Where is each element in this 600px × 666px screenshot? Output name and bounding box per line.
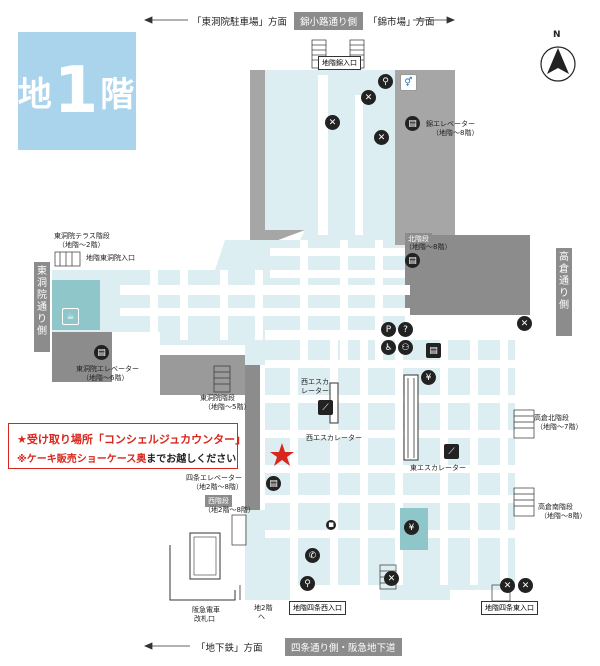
takakura-south-stairs-floors: （地階～8階） [540, 512, 587, 520]
compass [540, 46, 576, 82]
locker-icon: ▪ [326, 520, 336, 530]
takakura-north-stairs-floors: （地階～7階） [536, 423, 583, 431]
floor-badge: 地 1 階 [18, 32, 136, 150]
restaurant-icon: ✕ [518, 578, 533, 593]
cafe-icon: ☕ [62, 308, 79, 325]
shijo-elevator-floors: （地2階～8階） [192, 483, 243, 491]
elevator-icon: ▤ [426, 343, 441, 358]
escalator-icon: ⟋ [444, 444, 459, 459]
phone-icon: ✆ [305, 548, 320, 563]
pickup-notice: ★受け取り場所「コンシェルジュカウンター」 ※ケーキ販売ショーケース奥までお越し… [8, 423, 246, 469]
pickup-notice-detail: ※ケーキ販売ショーケース奥までお越しください [17, 450, 236, 465]
street-top: 錦小路通り側 [294, 12, 364, 30]
yen-icon: ¥ [421, 370, 436, 385]
toilet-icon: ⚥ [400, 74, 417, 91]
street-left: 東洞院通り側 [34, 262, 50, 352]
nishi-stairs-floors: （地2階～8階） [204, 506, 255, 514]
nishiki-elevator-label: 錦エレベーター [426, 120, 475, 128]
kita-stairs-floors: （地階～8階） [405, 243, 452, 251]
hankyu-ticket-label-2: 改札口 [194, 615, 215, 623]
takakura-south-stairs-label: 高倉南階段 [538, 503, 573, 511]
elevator-icon: ▤ [405, 253, 420, 268]
aisles [120, 75, 515, 585]
terrace-stairs-label: 東洞院テラス階段 [54, 232, 110, 240]
notice-rest: までお越しください [146, 454, 237, 465]
escalator-icon: ⟋ [318, 400, 333, 415]
southwest-block [160, 355, 245, 395]
floor-label-post: 階 [100, 74, 137, 115]
arrow-bottom-left [143, 642, 190, 650]
restaurant-icon: ✕ [384, 571, 399, 586]
west-strip [245, 365, 260, 515]
restaurant-icon: ✕ [374, 130, 389, 145]
notice-mark: ※ [17, 454, 27, 465]
stroller-icon: ⚇ [398, 340, 413, 355]
floor-label-num: 1 [53, 54, 101, 128]
direction-top-right: 「錦市場」方面 [368, 17, 435, 28]
b2-label-2: へ [258, 613, 265, 621]
elevator-icon: ▤ [405, 116, 420, 131]
higashinotoin-stairs-floors: （地階～5階） [204, 403, 251, 411]
higashinotoin-stairs-label: 東洞院階段 [200, 394, 235, 402]
info-icon: ? [398, 322, 413, 337]
arrow-top-right [413, 16, 456, 24]
pickup-notice-title: ★受け取り場所「コンシェルジュカウンター」 [17, 433, 247, 446]
atm-yen-icon: ¥ [404, 520, 419, 535]
restaurant-icon: ✕ [517, 316, 532, 331]
restaurant-icon: ✕ [325, 115, 340, 130]
east-escalator-label: 東エスカレーター [410, 464, 466, 472]
accessibility-icon: ♿ [381, 340, 396, 355]
elevator-icon: ▤ [94, 345, 109, 360]
direction-top-left: 「東洞院駐車場」方面 [192, 17, 288, 28]
higashinotoin-elevator-floors: （地階～6階） [82, 374, 129, 382]
notice-showcase: ケーキ販売ショーケース奥 [26, 454, 147, 465]
pickup-star [270, 443, 294, 466]
compass-north-label: N [553, 30, 561, 40]
terrace-stairs-floors: （地階～2階） [58, 241, 105, 249]
restroom-icon: ⚲ [378, 74, 393, 89]
restaurant-icon: ✕ [500, 578, 515, 593]
shijo-elevator-label: 四条エレベーター [186, 474, 242, 482]
floor-label-pre: 地 [17, 74, 54, 115]
underground-entrance-label: 地階錦入口 [318, 56, 361, 70]
west-escalator-vertical-label: 西エスカレーター [301, 378, 329, 395]
west-escalator-label: 西エスカレーター [306, 434, 362, 442]
restroom-icon: ⚲ [300, 576, 315, 591]
shijo-east-entrance-label: 地階四条東入口 [481, 601, 538, 615]
street-bottom: 四条通り側・阪急地下道 [285, 638, 402, 656]
elevator-icon: ▤ [266, 476, 281, 491]
restaurant-icon: ✕ [361, 90, 376, 105]
takakura-north-stairs-label: 高倉北階段 [534, 414, 569, 422]
b2-label-1: 地2階 [254, 604, 273, 612]
higashinotoin-elevator-label: 東洞院エレベーター [76, 365, 139, 373]
east-block [405, 235, 530, 315]
higashinotoin-entrance-label: 地階東洞院入口 [86, 254, 135, 262]
shijo-west-entrance-label: 地階四条西入口 [289, 601, 346, 615]
hankyu-ticket-label-1: 阪急電車 [192, 606, 220, 614]
parking-icon: P [381, 322, 396, 337]
street-right: 高倉通り側 [556, 248, 572, 336]
nishi-stairs-label: 西階段 [205, 495, 232, 507]
nishiki-elevator-floors: （地階～8階） [432, 129, 479, 137]
east-escalator-shaft [403, 374, 419, 461]
direction-bottom-left: 「地下鉄」方面 [196, 643, 263, 654]
kita-stairs-label: 北階段 [405, 233, 432, 245]
arrow-top-left [143, 16, 188, 24]
